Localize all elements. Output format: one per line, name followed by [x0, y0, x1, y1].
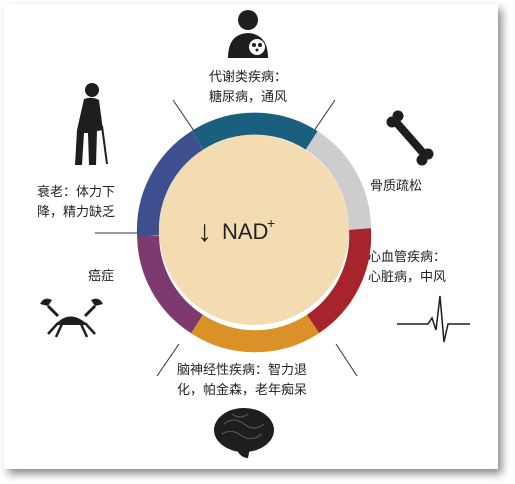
label-neurodegenerative: 脑神经性疾病：智力退 化，帕金森，老年痴呆: [177, 361, 307, 401]
ring-segment-upper-right: [305, 131, 371, 230]
label-neurodegenerative-line-1: 脑神经性疾病：智力退: [177, 363, 308, 378]
nad-text: NAD: [222, 219, 269, 244]
nad-superscript: +: [267, 215, 276, 231]
label-cardiovascular-line-1: 心血管疾病：: [368, 250, 447, 265]
label-neurodegenerative-line-2: 化，帕金森，老年痴呆: [177, 383, 308, 398]
inner-disc: [159, 135, 349, 325]
label-osteoporosis-line-1: 骨质疏松: [370, 179, 423, 194]
label-aging-line-2: 降，精力缺乏: [37, 205, 116, 220]
label-metabolic-line-2: 糖尿病，通风: [209, 90, 288, 105]
nad-center-label: ↓ NAD +: [197, 213, 297, 253]
ring-segment-upper-left: [136, 131, 204, 237]
crab-icon: [40, 298, 103, 338]
label-cancer-line-1: 癌症: [88, 269, 115, 284]
ring: [136, 112, 372, 353]
label-cardiovascular-line-2: 心脏病，中风: [368, 270, 447, 285]
label-aging-line-1: 衰老：体力下: [37, 185, 116, 200]
label-cancer: 癌症: [88, 267, 114, 287]
label-cardiovascular: 心血管疾病： 心脏病，中风: [368, 248, 446, 288]
down-arrow-icon: ↓: [197, 215, 212, 248]
ring-segment-top: [191, 112, 318, 150]
person-panda-icon: [228, 10, 268, 58]
label-osteoporosis: 骨质疏松: [370, 177, 422, 197]
label-metabolic-line-1: 代谢类疾病：: [209, 70, 288, 85]
ring-segment-bottom: [190, 314, 320, 353]
ring-segment-left: [137, 235, 204, 334]
heartbeat-icon: [397, 295, 470, 343]
ring-segment-right: [306, 228, 372, 334]
elderly-cane-icon: [75, 83, 108, 165]
label-aging: 衰老：体力下 降，精力缺乏: [37, 183, 115, 223]
brain-icon: [214, 408, 274, 458]
bone-icon: [386, 110, 434, 166]
label-metabolic: 代谢类疾病： 糖尿病，通风: [209, 68, 287, 108]
